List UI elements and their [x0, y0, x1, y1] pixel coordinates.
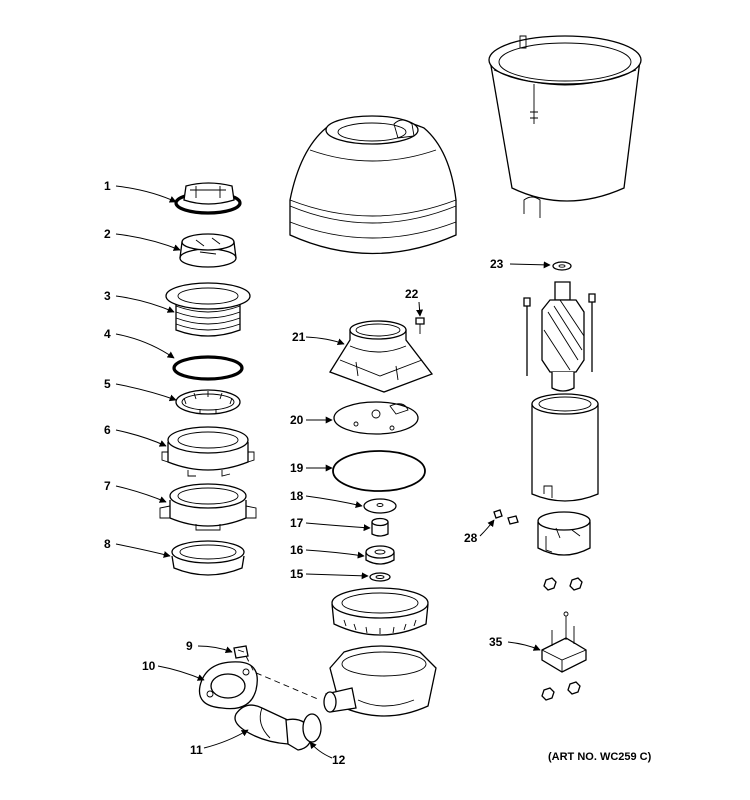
callout-19: 19: [290, 461, 304, 475]
part-9-screw: [233, 645, 249, 659]
part-10-flange: [198, 661, 258, 710]
end-bell: [537, 511, 591, 556]
callout-labels: 1 2 3 4 5 6 7 8 9 10 11 12 15 16 17 18 1…: [104, 179, 652, 767]
callout-15: 15: [290, 567, 304, 581]
part-23-washer: [552, 261, 572, 271]
callout-18: 18: [290, 489, 304, 503]
outer-shell: [488, 35, 642, 218]
part-19-o-ring: [332, 450, 426, 492]
callout-3: 3: [104, 289, 111, 303]
callout-2: 2: [104, 227, 111, 241]
callout-23: 23: [490, 257, 504, 271]
callout-28: 28: [464, 531, 478, 545]
part-16-bearing: [365, 545, 395, 565]
part-5-snap-ring: [175, 389, 241, 415]
callout-20: 20: [290, 413, 304, 427]
nuts-upper: [543, 577, 583, 591]
leader-lines: [115, 185, 551, 759]
part-17-bushing: [371, 517, 389, 537]
part-15-washer: [369, 572, 391, 582]
art-number: (ART NO. WC259 C): [548, 751, 652, 763]
callout-35: 35: [489, 635, 503, 649]
motor-rotor: [523, 281, 596, 392]
callout-21: 21: [292, 330, 306, 344]
callout-17: 17: [290, 516, 304, 530]
callout-8: 8: [104, 537, 111, 551]
dashed-alignment-line: [245, 655, 321, 701]
part-1-stopper: [174, 182, 242, 215]
callout-12: 12: [332, 753, 346, 767]
callout-1: 1: [104, 179, 111, 193]
callout-10: 10: [142, 659, 156, 673]
callout-6: 6: [104, 423, 111, 437]
lower-housing: [323, 645, 437, 717]
nuts-lower: [541, 681, 581, 701]
part-7-mounting-ring: [159, 483, 257, 531]
stator-housing: [531, 393, 599, 502]
part-6-support-ring: [161, 426, 255, 477]
part-28-clips: [493, 509, 519, 525]
callout-5: 5: [104, 377, 111, 391]
part-8-cushion-mount: [171, 540, 245, 576]
part-21-hopper: [329, 320, 434, 393]
callout-4: 4: [104, 327, 111, 341]
part-2-strainer: [179, 233, 237, 268]
shredder-ring: [331, 587, 429, 636]
callout-9: 9: [186, 639, 193, 653]
part-22-screw: [415, 317, 425, 334]
callout-11: 11: [190, 743, 203, 757]
callout-16: 16: [290, 543, 304, 557]
part-3-sink-flange: [165, 282, 251, 337]
part-35-switch: [541, 611, 587, 673]
sound-shield: [289, 115, 457, 255]
part-4-gasket: [172, 355, 244, 381]
part-18-washer: [363, 498, 397, 514]
callout-7: 7: [104, 479, 111, 493]
part-11-discharge-elbow: [234, 704, 322, 751]
callout-22: 22: [405, 287, 419, 301]
part-20-plate: [333, 401, 419, 435]
